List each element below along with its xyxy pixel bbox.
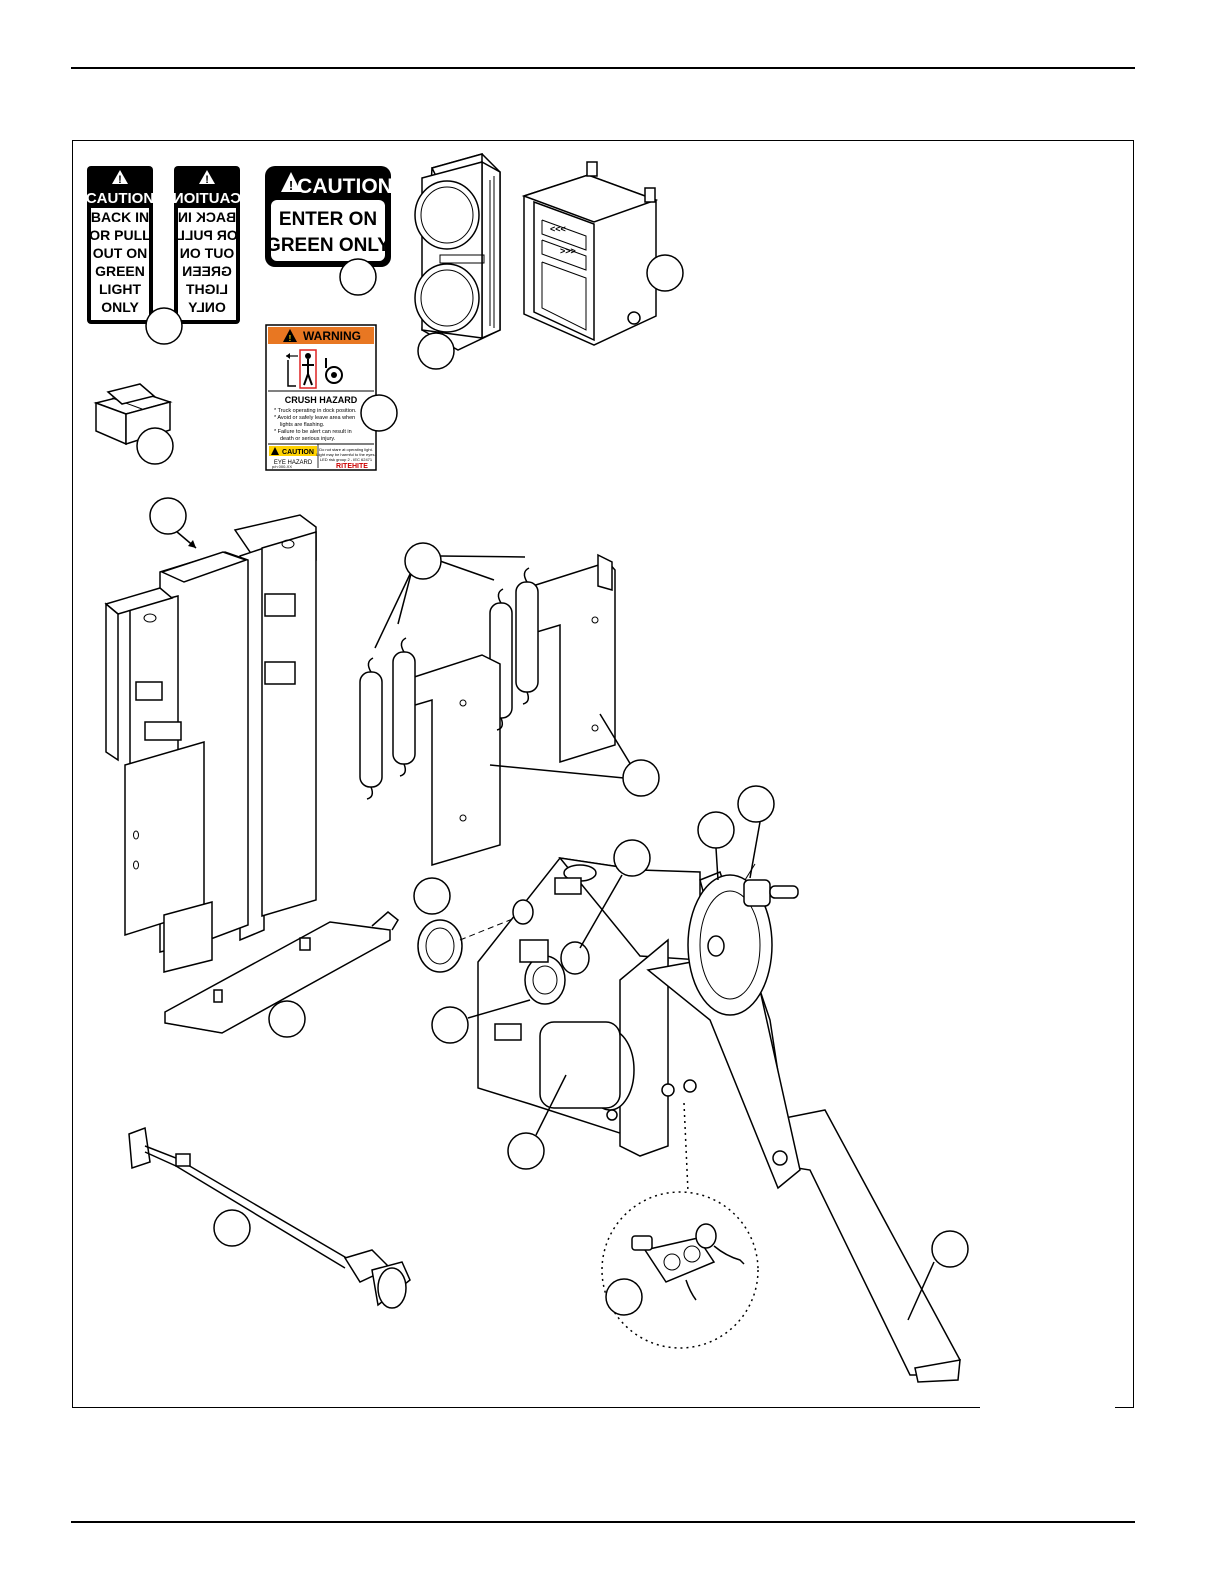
sign-b-line: GREEN: [182, 263, 232, 279]
svg-text:>>>: >>>: [560, 246, 576, 256]
crush-hazard-warning-label: ! WARNING CRUSH HAZARD * Truck operating…: [265, 324, 377, 471]
sign-a-line: ONLY: [101, 299, 139, 315]
sign-c-header: CAUTION: [297, 175, 393, 198]
header-rule: [71, 67, 1135, 69]
brand-logo: RITEHITE: [336, 463, 368, 470]
sign-b-header: CAUTION: [173, 190, 241, 207]
warning-triangle-icon: [283, 329, 297, 342]
sign-b-line: LIGHT: [186, 281, 228, 297]
sign-a-header: CAUTION: [86, 190, 154, 207]
callout-bubbles: [136, 254, 969, 1321]
caution-sign-b-mirrored: ! CAUTION BACK IN OR PULL OUT ON GREEN L…: [173, 166, 241, 324]
barrier-arm: [646, 863, 961, 1383]
sensor-extension-rod: [128, 1126, 411, 1309]
caution-sign-c: ! CAUTION ENTER ON GREEN ONLY: [265, 166, 393, 267]
svg-text:!: !: [118, 174, 122, 186]
eye-note: LED risk group 2 - IEC 62471: [320, 457, 373, 462]
svg-text:<<<: <<<: [550, 224, 566, 234]
svg-text:!: !: [289, 178, 293, 193]
warning-header: WARNING: [303, 329, 361, 343]
sign-a-line: OUT ON: [93, 245, 147, 261]
sign-a-line: BACK IN: [91, 209, 149, 225]
sign-a-line: OR PULL: [89, 227, 151, 243]
drive-assembly: [417, 856, 701, 1157]
sign-b-line: OUT ON: [180, 245, 234, 261]
hazard-bullet: lights are flashing.: [280, 422, 325, 428]
traffic-light-fixture: [414, 153, 501, 351]
eye-hazard: EYE HAZARD: [274, 460, 313, 466]
svg-text:!: !: [205, 174, 209, 186]
sign-a-line: GREEN: [95, 263, 145, 279]
warning-triangle-icon: [199, 170, 215, 184]
slide-plate: [164, 911, 399, 1034]
hazard-bullet: death or serious injury.: [280, 436, 336, 442]
hazard-bullet: * Avoid or safely leave area when: [274, 415, 355, 421]
sign-b-line: ONLY: [188, 299, 226, 315]
frame-gap: [980, 1404, 1115, 1412]
caution-triangle-icon: [271, 447, 279, 455]
crush-hazard-pictogram-icon: [286, 349, 343, 389]
warning-triangle-icon: [281, 172, 301, 192]
sign-b-line: BACK IN: [178, 209, 236, 225]
sign-c-line: GREEN ONLY: [266, 235, 390, 256]
detail-view: [601, 1102, 759, 1349]
footer-rule: [71, 1521, 1135, 1523]
part-number: p/n 000-XX: [272, 464, 292, 469]
svg-text:!: !: [289, 334, 292, 343]
mounting-column: [104, 514, 317, 973]
eye-note: Do not stare at operating light.: [319, 447, 373, 452]
sign-a-line: LIGHT: [99, 281, 141, 297]
sign-b-line: OR PULL: [176, 227, 238, 243]
sign-c-line: ENTER ON: [279, 209, 377, 230]
caution-tag: CAUTION: [282, 449, 314, 456]
springs-and-brackets: [359, 553, 616, 867]
figure-frame: [72, 140, 1134, 1408]
hazard-bullet: * Failure to be alert can result in: [274, 429, 352, 435]
hazard-title: CRUSH HAZARD: [285, 395, 358, 405]
control-panel-box: <<< >>>: [521, 161, 659, 346]
caution-sign-a: ! CAUTION BACK IN OR PULL OUT ON GREEN L…: [86, 166, 154, 324]
knob-icon: [627, 311, 641, 325]
eye-note: Light may be harmful to the eyes.: [316, 452, 375, 457]
hazard-bullet: * Truck operating in dock position.: [274, 408, 357, 414]
warning-triangle-icon: [112, 170, 128, 184]
